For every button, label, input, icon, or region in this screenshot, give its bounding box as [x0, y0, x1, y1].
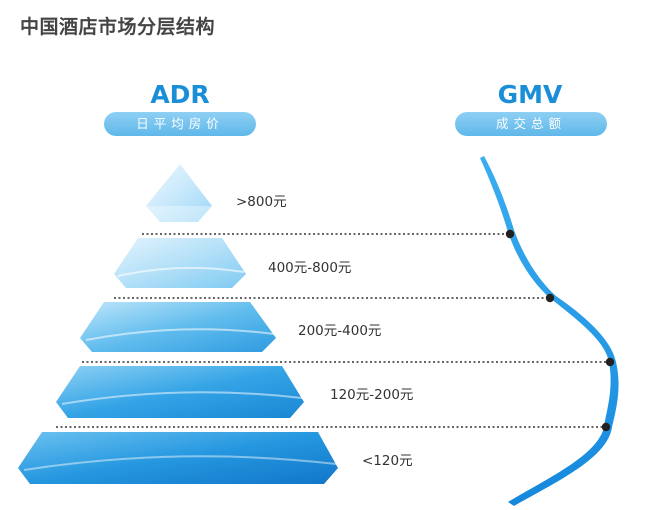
adr-subheading-pill: 日平均房价: [104, 112, 256, 136]
page-title: 中国酒店市场分层结构: [20, 16, 216, 38]
pyramid-tier-1: [146, 164, 212, 222]
tier-label-3: 200元-400元: [298, 323, 381, 339]
pyramid-tier-4: [56, 366, 304, 418]
gmv-point-1: [505, 229, 515, 239]
gmv-subheading-pill: 成交总额: [455, 112, 607, 136]
gmv-point-3: [605, 357, 615, 367]
gmv-curve: [480, 156, 619, 506]
pyramid-tier-3: [80, 302, 276, 352]
tier-label-2: 400元-800元: [268, 260, 351, 276]
tier-label-4: 120元-200元: [330, 387, 413, 403]
tier-label-5: <120元: [362, 453, 413, 469]
tier-label-1: >800元: [236, 194, 287, 210]
gmv-point-2: [545, 293, 555, 303]
adr-heading: ADR: [150, 80, 210, 109]
gmv-point-4: [601, 422, 611, 432]
pyramid-tier-5: [18, 432, 338, 484]
gmv-heading: GMV: [497, 80, 563, 109]
pyramid-tier-2: [114, 238, 246, 288]
